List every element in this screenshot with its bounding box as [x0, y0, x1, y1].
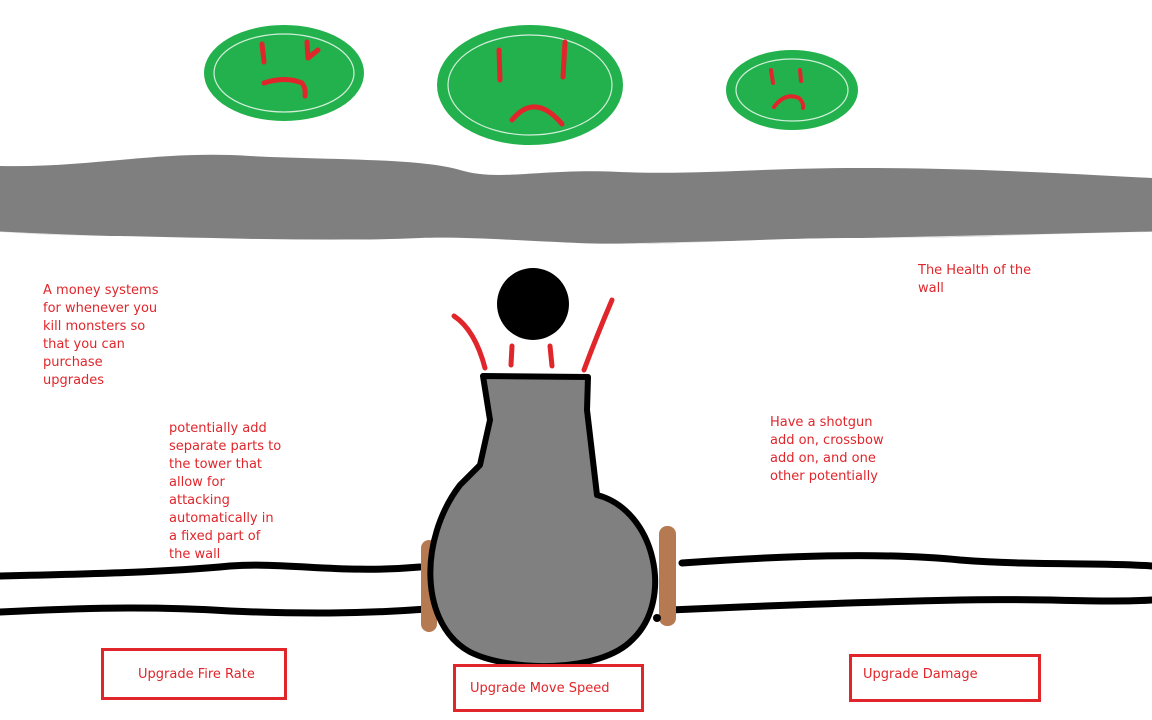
player-tower[interactable] — [427, 373, 658, 670]
note-money-system: A money systems for whenever you kill mo… — [43, 283, 159, 388]
upgrade-fire-rate-button[interactable]: Upgrade Fire Rate — [101, 648, 287, 700]
wall — [0, 154, 1152, 244]
monster-right[interactable] — [726, 50, 858, 130]
rails — [0, 552, 1152, 617]
upgrade-damage-label: Upgrade Damage — [863, 667, 978, 682]
fire-lines — [451, 297, 615, 373]
wheel-right — [659, 526, 676, 626]
monster-left[interactable] — [204, 25, 364, 121]
monster-center[interactable] — [437, 25, 623, 145]
cannonball — [497, 268, 569, 340]
note-tower-parts: potentially add separate parts to the to… — [169, 421, 282, 562]
note-addons: Have a shotgun add on, crossbow add on, … — [770, 415, 884, 484]
upgrade-damage-button[interactable]: Upgrade Damage — [849, 654, 1041, 702]
upgrade-move-speed-label: Upgrade Move Speed — [470, 680, 610, 696]
upgrade-move-speed-button[interactable]: Upgrade Move Speed — [453, 664, 644, 712]
note-wall-health: The Health of the wall — [918, 263, 1032, 296]
upgrade-fire-rate-label: Upgrade Fire Rate — [138, 666, 255, 682]
